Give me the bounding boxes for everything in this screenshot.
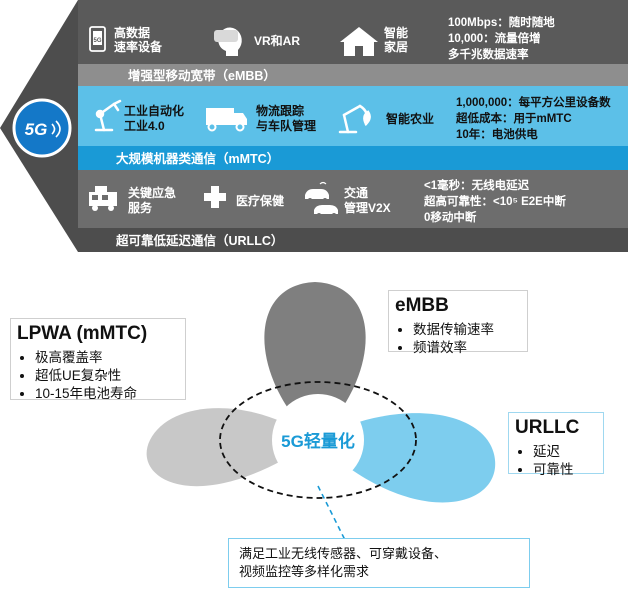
urllc-bullet-1: 延迟 (533, 443, 597, 461)
lpwa-petal (146, 408, 315, 487)
embb-bullets: 数据传输速率 频谱效率 (395, 321, 521, 357)
urllc-bullet-2: 可靠性 (533, 461, 597, 479)
lpwa-bullet-1: 极高覆盖率 (35, 349, 179, 367)
fire-truck-icon (89, 186, 117, 211)
mmtc-item-2-line1: 物流跟踪 (256, 103, 304, 118)
embb-item-1-line2: 速率设备 (114, 39, 163, 54)
embb-band-label: 增强型移动宽带（eMBB） (128, 68, 276, 83)
usage-scenarios-panel: 增强型移动宽带（eMBB） 大规模机器类通信（mMTC） 超可靠低延迟通信（UR… (0, 0, 628, 252)
urllc-spec-1: <1毫秒：无线电延迟 (424, 178, 530, 192)
mmtc-item-2-line2: 与车队管理 (256, 118, 316, 133)
note-line-1: 满足工业无线传感器、可穿戴设备、 (239, 546, 448, 561)
embb-spec-2: 10,000：流量倍增 (448, 31, 541, 45)
urllc-bullets: 延迟 可靠性 (515, 443, 597, 479)
mmtc-spec-1: 1,000,000：每平方公里设备数 (456, 95, 611, 109)
medical-cross-icon (204, 186, 226, 208)
lightweight-boundary (219, 381, 417, 499)
lpwa-title: LPWA (mMTC) (17, 323, 148, 344)
mmtc-band (78, 146, 628, 170)
house-icon (340, 27, 378, 56)
5g-badge-label: 5G (25, 120, 48, 139)
lpwa-bullet-2: 超低UE复杂性 (35, 367, 179, 385)
urllc-band-label: 超可靠低延迟通信（URLLC） (115, 233, 283, 248)
5g-badge (12, 98, 72, 158)
note-line-2: 视频监控等多样化需求 (239, 564, 370, 579)
urllc-box: URLLC 延迟 可靠性 (508, 412, 604, 477)
petal-diagram: 5G轻量化 (146, 282, 496, 541)
urllc-item-2-label: 医疗保健 (236, 193, 285, 208)
urllc-item-1-line1: 关键应急 (128, 185, 176, 200)
urllc-item-3-line1: 交通 (344, 185, 368, 200)
svg-text:<1毫秒：无线电延迟 超高可靠性：<10⁵: <1毫秒：无线电延迟 超高可靠性：<10⁵ E2E中断 0移动中断 (423, 178, 569, 224)
vr-headset-icon (214, 27, 242, 56)
center-disc (272, 394, 364, 486)
svg-text:物流跟踪 与车队管理: 物流跟踪 与车队管理 (256, 103, 316, 133)
lpwa-bullet-3: 10-15年电池寿命 (35, 385, 179, 403)
urllc-item-1-line2: 服务 (128, 200, 153, 215)
truck-icon (206, 108, 247, 132)
cars-icon (305, 181, 338, 217)
lpwa-box: LPWA (mMTC) 极高覆盖率 超低UE复杂性 10-15年电池寿命 (10, 318, 186, 403)
embb-item-3-line2: 家居 (384, 39, 408, 54)
mmtc-item-1-line1: 工业自动化 (124, 103, 184, 118)
svg-text:1,000,000：每平方公里设备数 超低成: 1,000,000：每平方公里设备数 超低成本：用于mMTC 10年：电池供电 (455, 95, 614, 141)
embb-spec-3: 多千兆数据速率 (448, 47, 529, 61)
embb-box: eMBB 数据传输速率 频谱效率 (388, 290, 528, 355)
urllc-title: URLLC (515, 417, 580, 438)
urllc-spec-2: 超高可靠性：<10⁵ E2E中断 (423, 194, 566, 208)
urllc-band (78, 228, 628, 252)
note-leader-line (317, 485, 346, 541)
embb-item-1-line1: 高数据 (114, 25, 150, 40)
lpwa-bullets: 极高覆盖率 超低UE复杂性 10-15年电池寿命 (17, 349, 179, 403)
mmtc-row (78, 86, 628, 146)
svg-text:交通 管理V2X: 交通 管理V2X (344, 185, 391, 215)
urllc-item-3-line2: 管理V2X (344, 200, 391, 215)
mmtc-band-label: 大规模机器类通信（mMTC） (116, 151, 279, 166)
mmtc-spec-3: 10年：电池供电 (456, 127, 538, 141)
embb-title: eMBB (395, 295, 449, 316)
embb-spec-1: 100Mbps：随时随地 (448, 15, 555, 29)
svg-text:工业自动化 工业4.0: 工业自动化 工业4.0 (124, 103, 187, 133)
svg-text:智能 家居: 智能 家居 (383, 25, 411, 54)
svg-text:高数据 速率设备: 高数据 速率设备 (114, 25, 163, 54)
phone-icon: 5G (89, 26, 106, 52)
signal-wave-icon (51, 123, 56, 135)
embb-bullet-1: 数据传输速率 (413, 321, 521, 339)
svg-text:5G: 5G (93, 38, 101, 44)
mmtc-spec-2: 超低成本：用于mMTC (455, 111, 572, 125)
signal-wave-icon (55, 120, 61, 138)
embb-bullet-2: 频谱效率 (413, 339, 521, 357)
embb-band (78, 64, 628, 86)
agri-robot-icon (338, 104, 371, 134)
mmtc-item-3-label: 智能农业 (385, 111, 434, 126)
svg-text:关键应急 服务: 关键应急 服务 (128, 185, 179, 215)
svg-text:100Mbps：随时随地 10,000：流量: 100Mbps：随时随地 10,000：流量倍增 多千兆数据速率 (448, 15, 558, 61)
urllc-row (78, 170, 628, 228)
note-box: 满足工业无线传感器、可穿戴设备、 视频监控等多样化需求 (228, 538, 530, 588)
urllc-spec-3: 0移动中断 (424, 210, 477, 224)
center-label: 5G轻量化 (281, 431, 355, 451)
embb-item-3-line1: 智能 (383, 25, 408, 40)
embb-item-2-label: VR和AR (254, 33, 300, 48)
mmtc-item-1-line2: 工业4.0 (124, 118, 165, 133)
robot-arm-icon (94, 99, 122, 132)
